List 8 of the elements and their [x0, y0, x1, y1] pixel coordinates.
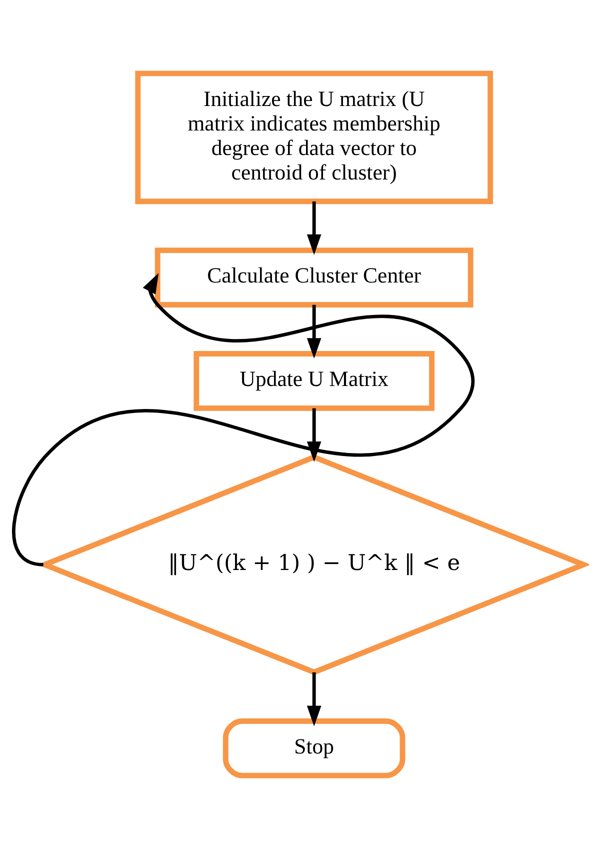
arrow [12, 272, 475, 566]
node-box: Update U Matrix [194, 351, 434, 411]
node-box: Calculate Cluster Center [154, 248, 474, 308]
node-box: Stop [222, 718, 406, 778]
arrow [306, 672, 322, 726]
arrow [306, 304, 322, 359]
arrow [306, 201, 322, 255]
node-box: Initialize the U matrix (U matrix indicates membership degree of data vector to centroid of cluster) [135, 70, 494, 204]
